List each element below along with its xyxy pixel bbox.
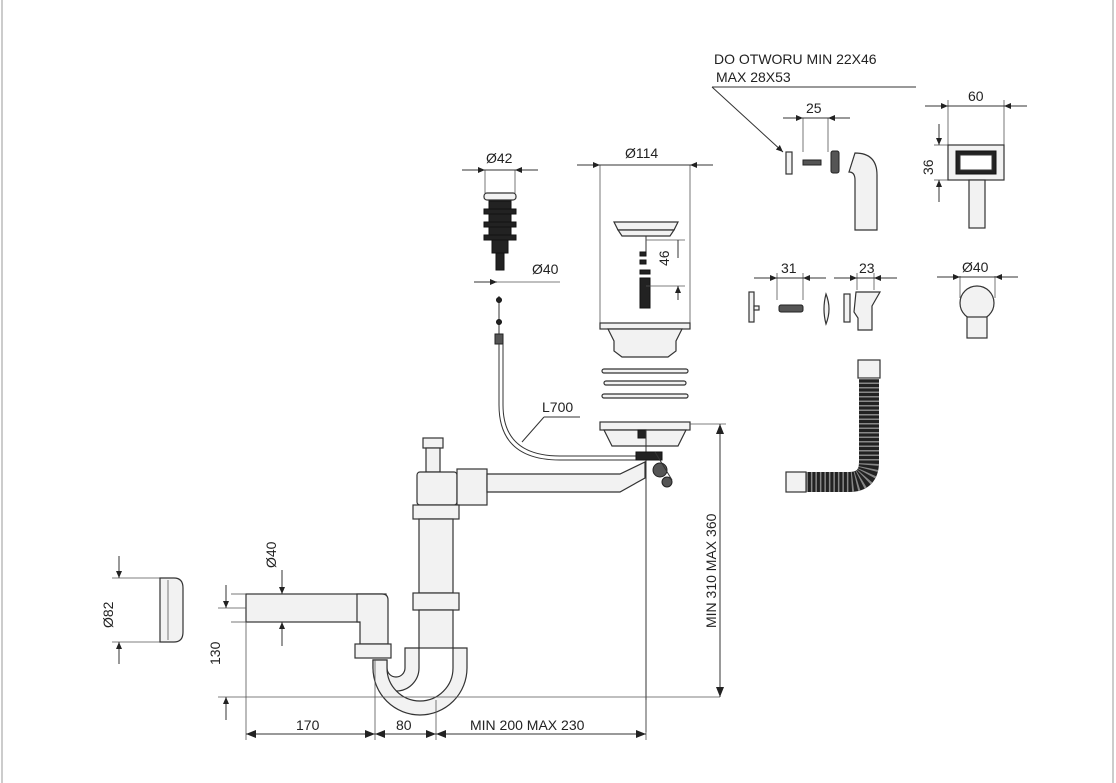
overflow-round-view <box>959 285 995 339</box>
dim-31-label: 31 <box>781 260 797 276</box>
dim-l700-label: L700 <box>542 399 573 415</box>
dimension-31: 31 <box>754 260 826 300</box>
dim-length-label: MIN 200 MAX 230 <box>470 717 585 733</box>
dimension-23: 23 <box>834 260 897 290</box>
dim-d82-label: Ø82 <box>100 601 116 628</box>
dimension-d40-round: Ø40 <box>937 259 1018 298</box>
dimension-l700: L700 <box>521 399 580 443</box>
popup-cable <box>494 296 636 461</box>
dimension-36: 36 <box>920 124 948 202</box>
dimension-d42: Ø42 <box>462 150 538 193</box>
overflow-cover-parts <box>785 150 878 231</box>
dim-80-label: 80 <box>396 717 412 733</box>
overflow-side-parts <box>748 291 882 331</box>
overflow-front-view <box>947 144 1005 229</box>
dim-d40-plug-label: Ø40 <box>532 261 559 277</box>
dim-170-label: 170 <box>296 717 320 733</box>
dimension-d40-plug: Ø40 <box>474 261 560 285</box>
flexible-overflow-hose <box>785 359 881 493</box>
dimension-d82: Ø82 <box>100 556 160 664</box>
dim-23-label: 23 <box>859 260 875 276</box>
dim-36-label: 36 <box>920 159 936 175</box>
strainer-plug-part <box>613 221 679 309</box>
dim-d40-round-label: Ø40 <box>962 259 989 275</box>
bowl-flange-part <box>599 322 691 358</box>
outlet-body-part <box>599 421 691 732</box>
dimension-height: MIN 310 MAX 360 <box>690 423 726 697</box>
dim-60-label: 60 <box>968 88 984 104</box>
siphon-assembly <box>245 437 673 716</box>
end-cap-part <box>159 577 184 643</box>
overflow-note-leader <box>711 86 916 153</box>
dimension-25: 25 <box>783 100 850 152</box>
dim-d114-label: Ø114 <box>625 145 658 161</box>
dimension-bottom-row: 170 80 MIN 200 MAX 230 <box>245 622 647 740</box>
dim-height-label: MIN 310 MAX 360 <box>703 513 719 628</box>
dim-d42-label: Ø42 <box>486 150 513 166</box>
dim-46-label: 46 <box>656 250 672 266</box>
dim-25-label: 25 <box>806 100 822 116</box>
dim-d40-pipe-label: Ø40 <box>263 541 279 568</box>
dimension-60: 60 <box>925 88 1027 145</box>
dimension-130: 130 <box>207 585 720 720</box>
dimension-46: 46 <box>646 239 685 300</box>
popup-button-part <box>483 192 517 271</box>
overflow-note-line2: MAX 28X53 <box>716 69 791 85</box>
overflow-note-line1: DO OTWORU MIN 22X46 <box>714 51 877 67</box>
dimension-d114: Ø114 <box>577 145 713 323</box>
dimension-d40-pipe: Ø40 <box>231 541 285 646</box>
gasket-rings <box>601 368 689 399</box>
dim-130-label: 130 <box>207 641 223 665</box>
